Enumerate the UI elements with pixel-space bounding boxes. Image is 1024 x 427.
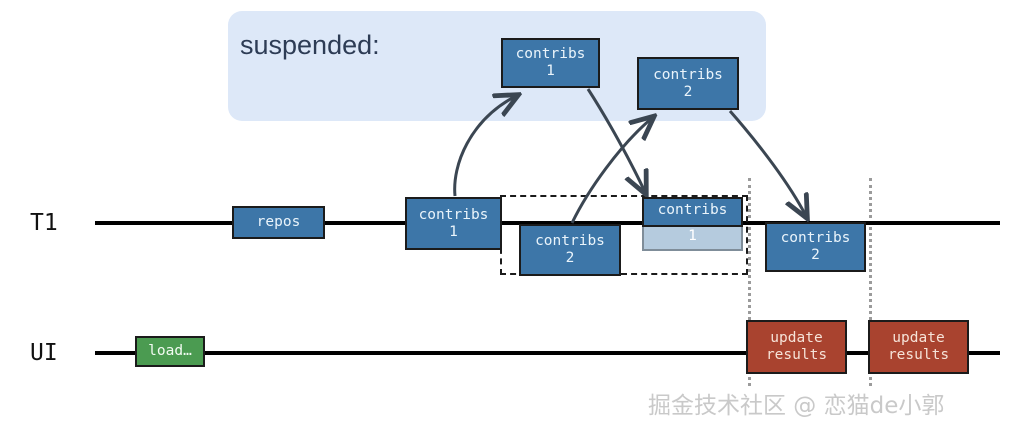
dotted-guide-line-1 [748,178,751,386]
watermark-text: 掘金技术社区 @ 恋猫de小郭 [648,393,945,419]
timeline-ui [95,351,1000,355]
row-label-ui: UI [30,340,58,366]
node-label: load… [148,343,192,359]
suspended-panel-title: suspended: [240,30,380,60]
node-suspended-contribs-1[interactable]: contribs 1 [501,38,600,88]
dotted-guide-line-2 [869,178,872,386]
node-label: contribs 2 [653,66,723,100]
node-label: contribs [657,202,728,218]
node-label: 1 [688,228,697,244]
node-label: update results [765,330,828,363]
node-label: update results [887,330,950,363]
node-ui-update-results-2[interactable]: update results [868,320,969,374]
node-label: contribs 1 [418,206,489,240]
node-ui-update-results-1[interactable]: update results [746,320,847,374]
node-label: contribs 1 [515,46,586,79]
timeline-t1 [95,221,1000,225]
node-t1-contribs-1-overlay[interactable]: contribs [642,197,743,227]
row-label-t1: T1 [30,210,58,236]
node-label: contribs 2 [535,233,605,266]
node-t1-contribs-1-ghost[interactable]: 1 [642,225,743,251]
node-ui-load[interactable]: load… [135,336,205,367]
node-t1-contribs-2[interactable]: contribs 2 [519,224,621,276]
node-t1-contribs-2-right[interactable]: contribs 2 [765,222,866,272]
node-suspended-contribs-2[interactable]: contribs 2 [637,57,739,110]
node-t1-repos[interactable]: repos [232,206,325,239]
node-label: contribs 2 [780,230,851,263]
node-t1-contribs-1[interactable]: contribs 1 [405,197,502,250]
node-label: repos [256,214,301,230]
